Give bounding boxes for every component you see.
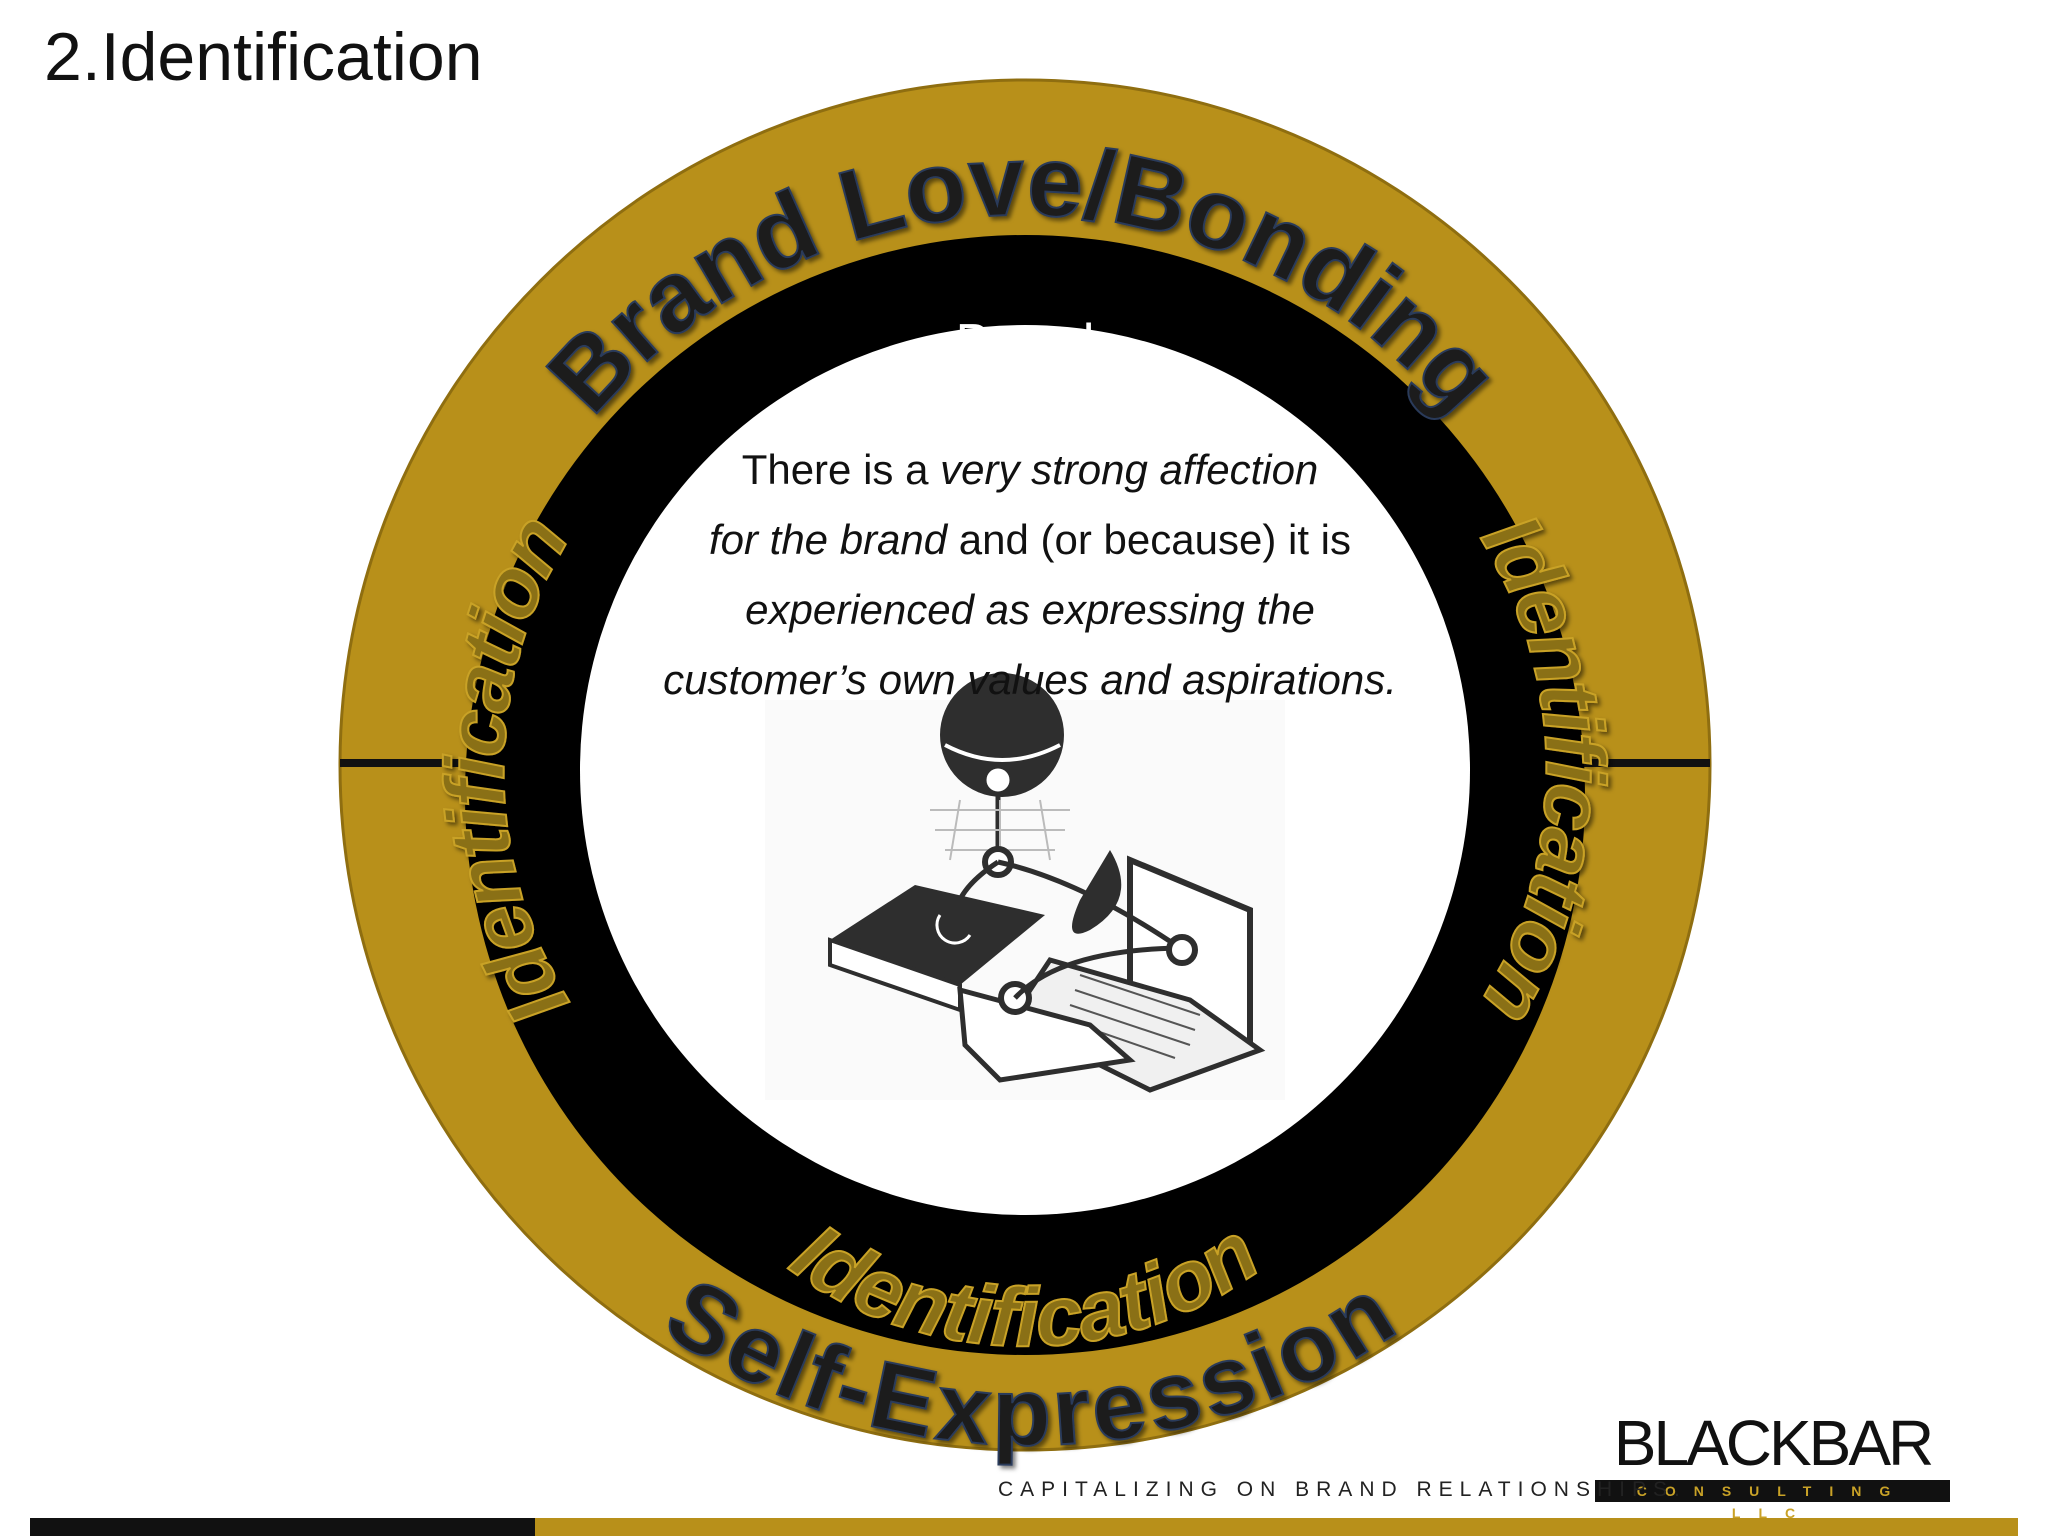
center-line-3-italic: experienced as expressing the	[745, 586, 1315, 633]
ring-divider-right	[1570, 759, 1710, 767]
center-line-1-italic: very strong affection	[940, 446, 1319, 493]
blackbar-logo: BLACKBAR CONSULTING LLC	[1595, 1407, 1950, 1521]
ring-divider-left	[340, 759, 480, 767]
footer-bar-gold	[535, 1518, 2018, 1536]
center-line-3: experienced as expressing the	[590, 575, 1470, 645]
center-line-4: customer’s own values and aspirations.	[590, 645, 1470, 715]
brand-fragment: Brand	[956, 314, 1095, 372]
footer-bar-black	[30, 1518, 535, 1536]
center-line-2-plain: and (or because) it is	[947, 516, 1352, 563]
center-line-2: for the brand and (or because) it is	[590, 505, 1470, 575]
center-line-2-italic: for the brand	[708, 516, 948, 563]
logo-wordmark: BLACKBAR	[1613, 1407, 1934, 1479]
slide-title: 2.Identification	[44, 19, 483, 95]
connected-devices-icon	[765, 673, 1285, 1100]
center-line-1-plain: There is a	[741, 446, 941, 493]
center-line-4-italic: customer’s own values and aspirations.	[663, 656, 1397, 703]
footer-tagline: CAPITALIZING ON BRAND RELATIONSHIPS.	[998, 1478, 1687, 1501]
logo-subtitle: CONSULTING LLC	[1595, 1480, 1950, 1521]
center-description: There is a very strong affection for the…	[590, 435, 1470, 715]
center-line-1: There is a very strong affection	[590, 435, 1470, 505]
